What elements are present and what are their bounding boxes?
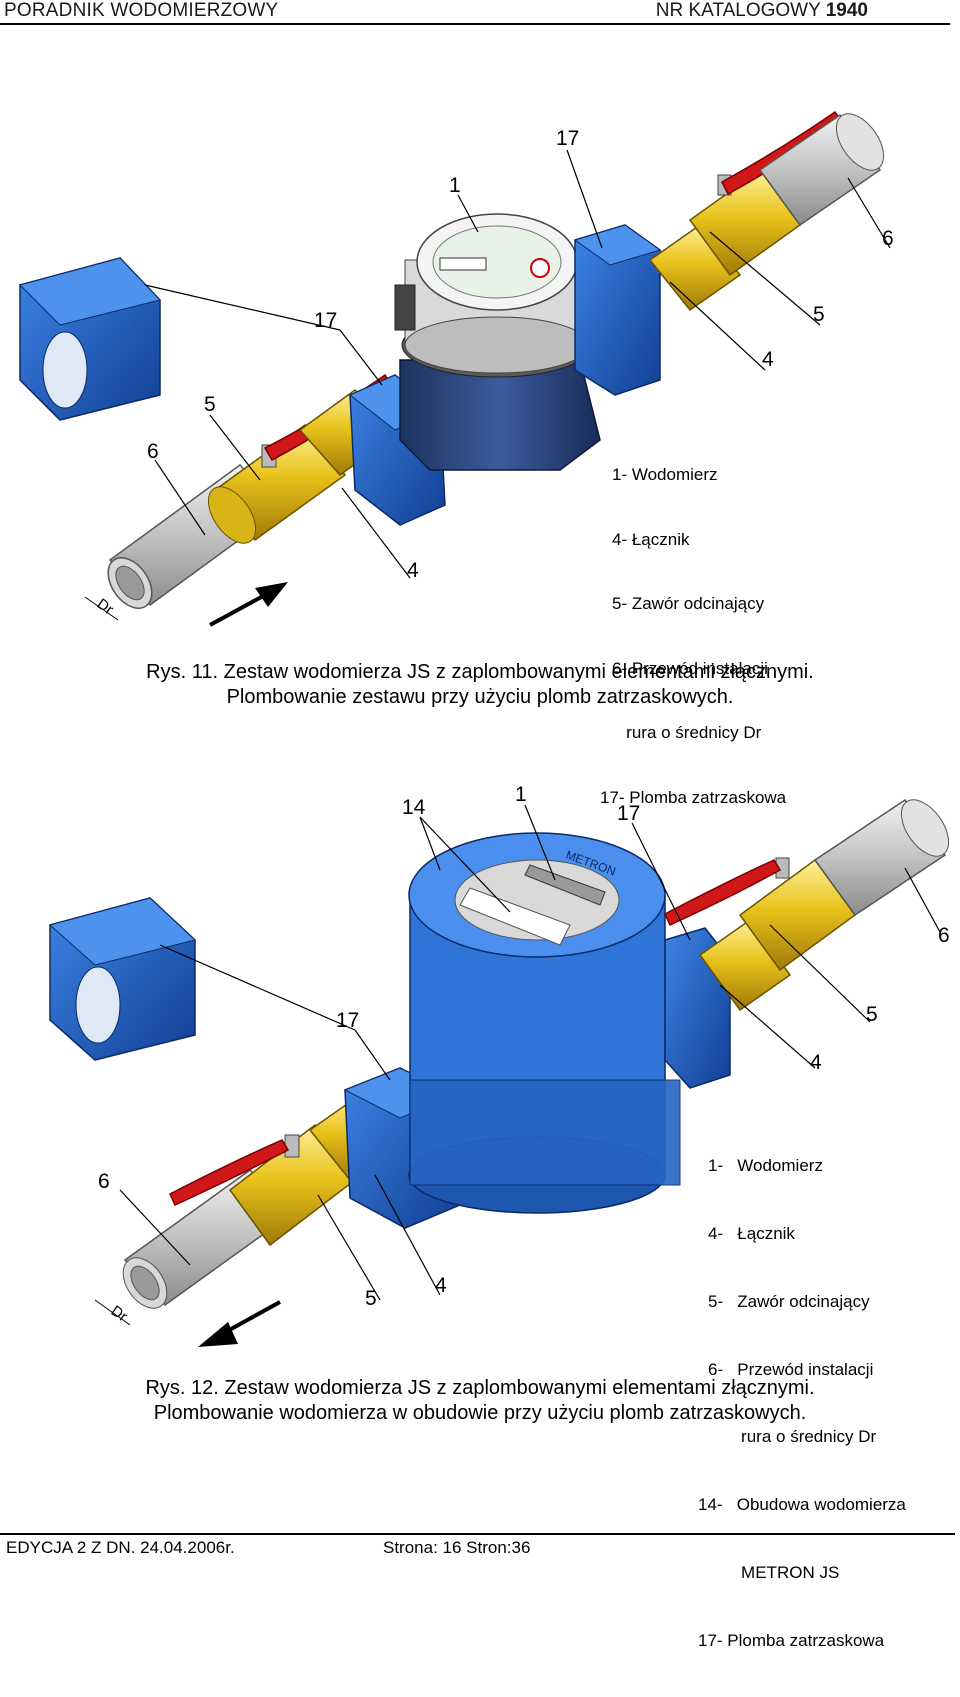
label-5-right: 5 <box>813 303 825 326</box>
label-4-right: 4 <box>810 1051 822 1074</box>
label-17-left: 17 <box>314 309 337 332</box>
meter-housing: METRON <box>408 832 681 1214</box>
label-1: 1 <box>449 174 461 197</box>
label-6-right: 6 <box>882 227 894 250</box>
leader-lines <box>119 804 941 1301</box>
label-6-left: 6 <box>98 1170 110 1193</box>
connector-right <box>698 918 792 1012</box>
pipe-right <box>758 113 885 227</box>
catalog-number: 1940 <box>825 0 868 21</box>
label-4-right: 4 <box>762 348 774 371</box>
legend-item: rura o średnicy Dr <box>708 1427 877 1447</box>
leader-lines <box>144 149 891 579</box>
figure-11-illustration: 17 1 6 17 5 4 5 6 4 Dr <box>19 110 894 627</box>
legend-item: 17- Plomba zatrzaskowa <box>698 1630 885 1650</box>
legend-item: 6- Przewód instalacji <box>708 1359 874 1379</box>
legend-item: METRON JS <box>708 1562 840 1582</box>
valve-left <box>169 1123 357 1247</box>
figure-11-legend: 1- Wodomierz 4- Łącznik 5- Zawór odcinaj… <box>600 421 786 851</box>
label-6-right: 6 <box>938 924 950 947</box>
footer-edition: EDYCJA 2 Z DN. 24.04.2006r. <box>6 1538 235 1557</box>
label-5-left: 5 <box>365 1287 377 1310</box>
legend-item: 1- Wodomierz <box>612 465 718 484</box>
header-divider <box>0 23 950 25</box>
diameter-marker <box>84 596 119 621</box>
legend-item: 14- Obudowa wodomierza <box>698 1495 906 1515</box>
label-4-left: 4 <box>435 1274 447 1297</box>
seal-loose <box>19 257 161 421</box>
label-dr: Dr <box>94 595 117 618</box>
label-17-left: 17 <box>336 1009 359 1032</box>
label-5-left: 5 <box>204 393 216 416</box>
label-6-left: 6 <box>147 440 159 463</box>
connector-right <box>648 223 742 312</box>
footer-divider <box>0 1533 955 1535</box>
legend-item: 17- Plomba zatrzaskowa <box>600 787 787 807</box>
flow-arrow <box>198 1300 281 1347</box>
caption-line: Plombowanie zestawu przy użyciu plomb za… <box>226 686 734 708</box>
caption-line: Rys. 11. Zestaw wodomierza JS z zaplombo… <box>146 661 814 683</box>
caption-line: Rys. 12. Zestaw wodomierza JS z zaplombo… <box>145 1377 815 1399</box>
label-dr: Dr <box>108 1302 131 1325</box>
label-4-left: 4 <box>407 559 419 582</box>
pipe-right <box>813 798 950 917</box>
label-17-top: 17 <box>617 802 640 825</box>
label-1: 1 <box>515 783 527 806</box>
diameter-marker <box>94 1299 131 1326</box>
legend-item: 5- Zawór odcinający <box>708 1291 870 1311</box>
figure-11: 17 1 6 17 5 4 5 6 4 Dr 1- Wodomierz 4- Ł… <box>0 100 960 807</box>
footer-page-number: Strona: 16 Stron:36 <box>383 1538 531 1557</box>
label-14: 14 <box>402 796 426 819</box>
label-17-top: 17 <box>556 127 579 150</box>
figure-12: METRON <box>0 780 960 1650</box>
figure-12-illustration: METRON <box>48 783 950 1347</box>
legend-item: rura o średnicy Dr <box>612 723 762 742</box>
catalog-prefix: NR KATALOGOWY <box>655 0 821 21</box>
flow-arrow <box>209 582 288 627</box>
water-meter <box>394 213 601 471</box>
page-header: PORADNIK WODOMIERZOWY NR KATALOGOWY 1940 <box>0 0 960 26</box>
legend-item: 1- Wodomierz <box>708 1156 823 1176</box>
seal-loose <box>48 897 197 1061</box>
legend-item: 4- Łącznik <box>612 529 690 549</box>
caption-line: Plombowanie wodomierza w obudowie przy u… <box>153 1402 807 1424</box>
figure-11-caption: Rys. 11. Zestaw wodomierza JS z zaplombo… <box>0 660 960 710</box>
header-catalog-number: NR KATALOGOWY 1940 <box>656 0 868 22</box>
legend-item: 4- Łącznik <box>708 1223 795 1243</box>
legend-item: 6- Przewód instalacji <box>612 658 768 678</box>
header-title: PORADNIK WODOMIERZOWY <box>4 0 279 21</box>
seal-right-mounted <box>573 224 662 396</box>
legend-item: 5- Zawór odcinający <box>612 594 765 613</box>
label-5-right: 5 <box>866 1003 878 1026</box>
figure-12-caption: Rys. 12. Zestaw wodomierza JS z zaplombo… <box>0 1376 960 1426</box>
valve-right <box>664 857 857 972</box>
